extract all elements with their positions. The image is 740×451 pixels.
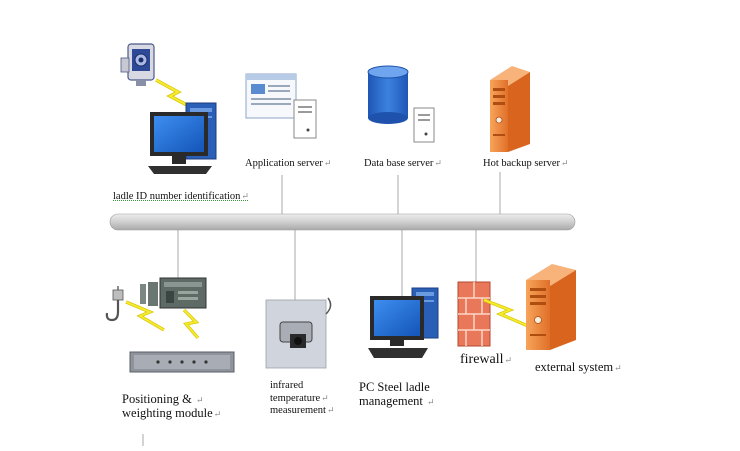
lightning-icon — [155, 78, 201, 114]
application-server-icon — [245, 73, 317, 139]
hot-backup-server-icon — [490, 66, 530, 152]
infrared-sensor-icon — [265, 297, 332, 369]
lightning-icon — [483, 298, 529, 328]
external-system-label: external system↵ — [535, 360, 622, 374]
database-server-label: Data base server↵ — [364, 158, 442, 169]
hot-backup-server-label: Hot backup server↵ — [483, 158, 569, 169]
external-system-server-icon — [526, 264, 576, 350]
weighing-display-icon — [129, 351, 235, 373]
firewall-icon — [457, 281, 491, 347]
positioning-module-label: Positioning & ↵ weighting module↵ — [122, 392, 222, 421]
ladle-id-workstation-icon — [148, 102, 217, 174]
lightning-icon — [125, 300, 200, 340]
connector-lines — [142, 172, 501, 446]
ladle-id-label: ladle ID number identification↵ — [113, 191, 249, 202]
pc-steel-ladle-workstation-icon — [368, 287, 439, 358]
plc-unit-icon — [140, 277, 207, 309]
infrared-measurement-label: infrared temperature↵ measurement↵ — [270, 380, 335, 417]
pc-steel-ladle-label: PC Steel ladle management ↵ — [359, 380, 435, 409]
database-server-icon — [367, 65, 435, 143]
network-bus — [109, 213, 576, 231]
firewall-label: firewall↵ — [460, 352, 513, 367]
crane-hook-icon — [105, 286, 124, 322]
ladle-id-camera-icon — [120, 43, 155, 86]
application-server-label: Application server↵ — [245, 158, 332, 169]
